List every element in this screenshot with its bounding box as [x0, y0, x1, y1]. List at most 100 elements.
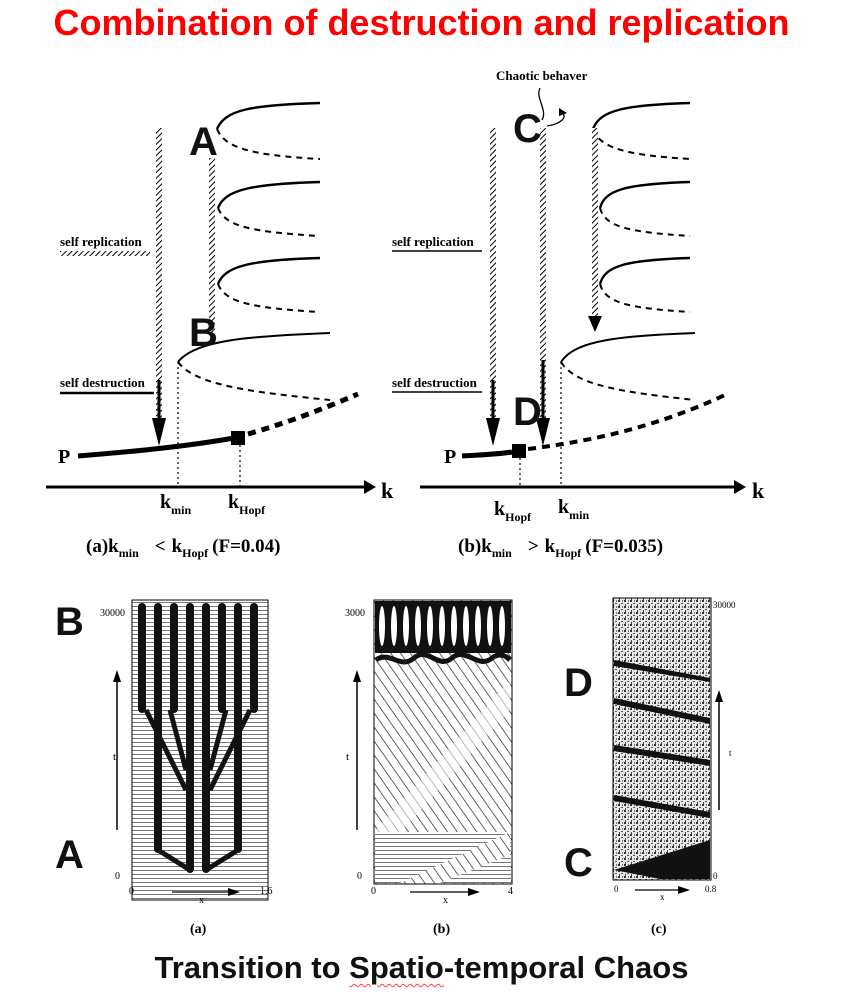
arrow-b-right-head [588, 316, 602, 332]
panel-c-xlabel: x [660, 892, 665, 902]
panel-a-xmax: 1.6 [260, 886, 273, 897]
p-branch-b [461, 449, 513, 459]
panel-a-tlabel: t [113, 751, 116, 763]
panel-b: 3000 0 t 0 4 x (b) [345, 599, 513, 937]
panel-b-t-arrowhead [353, 670, 361, 682]
replication-branch-b-3u [599, 283, 691, 313]
panel-b-xmax: 4 [508, 886, 513, 897]
panel-b-caption: (b) [433, 922, 450, 937]
arrow-a-left-head [152, 418, 166, 446]
p-branch-a-unstable [247, 391, 359, 437]
panel-c-xmin: 0 [614, 884, 619, 894]
label-self-destruction-b: self destruction [392, 375, 478, 390]
subtitle-suffix: -temporal Chaos [443, 950, 689, 985]
destruction-branch-a-unstable [177, 361, 331, 401]
p-branch-b-unstable [527, 393, 726, 451]
destruction-branch-a [177, 332, 331, 363]
slide-subtitle: Transition to Spatio-temporal Chaos [0, 950, 843, 986]
label-c-big-top: C [513, 107, 542, 151]
replication-branch-a-1u [216, 128, 321, 160]
label-a-big-bottom: A [55, 833, 84, 877]
panel-b-lower-band [376, 680, 510, 860]
label-c-big-bottom: C [564, 841, 593, 885]
replication-branch-a-3u [217, 283, 321, 313]
panel-a-xmin: 0 [129, 886, 134, 897]
label-d-big-bottom: D [564, 661, 593, 705]
arrow-b-mid-head [536, 418, 550, 446]
chaotic-loop-head [559, 108, 567, 116]
panel-a-x-arrowhead [228, 888, 240, 896]
hatched-arrow-b-right [592, 128, 598, 318]
subtitle-spatio: Spatio [349, 950, 444, 985]
panel-c-bands [614, 660, 710, 879]
replication-branch-a-3 [216, 256, 321, 285]
panel-c-tlabel: t [729, 748, 732, 758]
destruction-branch-b [560, 332, 696, 363]
panel-c: 30000 0 t 0 0.8 x (c) [612, 597, 736, 937]
slide-title: Combination of destruction and replicati… [53, 2, 790, 43]
panel-a-frame [131, 599, 269, 901]
diagram-a: self replication self destruction P k km… [46, 101, 394, 560]
panel-a: 30000 0 t 0 1.6 x (a) [100, 599, 273, 937]
kmin-label-a: kmin [160, 491, 191, 517]
panel-b-tlabel: t [346, 751, 349, 763]
panel-a-caption: (a) [190, 922, 207, 937]
bifurcation-diagrams: self replication self destruction P k km… [46, 68, 765, 560]
label-self-replication-b: self replication [392, 234, 474, 249]
label-self-destruction-a: self destruction [60, 375, 146, 390]
caption-b: (b)kmin>kHopf(F=0.035) [458, 536, 663, 560]
hatched-arrow-b-left [490, 128, 496, 418]
label-b-big-bottom: B [55, 600, 84, 644]
replication-branch-a-2 [216, 180, 321, 209]
label-p-a: P [58, 446, 70, 468]
panel-a-tmax: 30000 [100, 608, 125, 619]
replication-branch-b-1 [591, 101, 691, 130]
panel-c-tmax: 30000 [713, 600, 736, 610]
label-b-big-top: B [189, 311, 218, 355]
panel-c-xmax: 0.8 [705, 884, 717, 894]
label-chaotic-behaver: Chaotic behaver [496, 68, 588, 83]
panel-b-bottom-diag [400, 832, 510, 883]
panel-c-t-arrowhead [715, 690, 723, 702]
panel-b-xlabel: x [443, 895, 448, 906]
hatched-arrow-a-left [156, 128, 162, 418]
panel-b-tmin: 0 [357, 871, 362, 882]
replication-hatch-a [60, 251, 150, 256]
axis-k-label-b: k [752, 478, 765, 503]
hatched-arrow-b-mid [540, 128, 546, 418]
p-branch-a [77, 434, 241, 459]
spacetime-plots: 30000 0 t 0 1.6 x (a) [100, 597, 736, 937]
panel-a-t-arrowhead [113, 670, 121, 682]
hopf-point-a [231, 431, 245, 445]
diagram-b: Chaotic behaver self replication self de… [392, 68, 765, 560]
axis-k-label-a: k [381, 478, 394, 503]
replication-branch-b-1u [592, 128, 691, 160]
panel-a-xlabel: x [199, 895, 204, 906]
panel-a-waves [138, 603, 258, 873]
hopf-point-b [512, 444, 526, 458]
replication-branch-b-2 [598, 180, 691, 209]
subtitle-prefix: Transition to [154, 950, 350, 985]
k-axis-b-arrow [734, 480, 746, 494]
panel-c-x-arrowhead [678, 886, 690, 894]
replication-branch-b-2u [599, 207, 691, 237]
panel-c-frame [612, 597, 712, 881]
kmin-label-b: kmin [558, 496, 589, 522]
panel-c-tmin: 0 [713, 871, 718, 881]
panel-b-xmin: 0 [371, 886, 376, 897]
k-axis-a-arrow [364, 480, 376, 494]
replication-branch-b-3 [598, 256, 691, 285]
arrow-b-left-head [486, 418, 500, 446]
caption-a: (a)kmin<kHopf(F=0.04) [86, 536, 281, 560]
chaotic-pointer [538, 87, 545, 121]
panel-b-x-arrowhead [468, 888, 480, 896]
replication-branch-a-1 [215, 101, 321, 130]
label-a-big: A [189, 120, 218, 164]
hatched-bar-a-mid [209, 158, 215, 338]
khopf-label-a: kHopf [228, 491, 266, 517]
khopf-label-b: kHopf [494, 498, 532, 524]
label-p-b: P [444, 446, 456, 468]
label-self-replication-a: self replication [60, 234, 142, 249]
panel-b-top-waves [379, 606, 505, 646]
